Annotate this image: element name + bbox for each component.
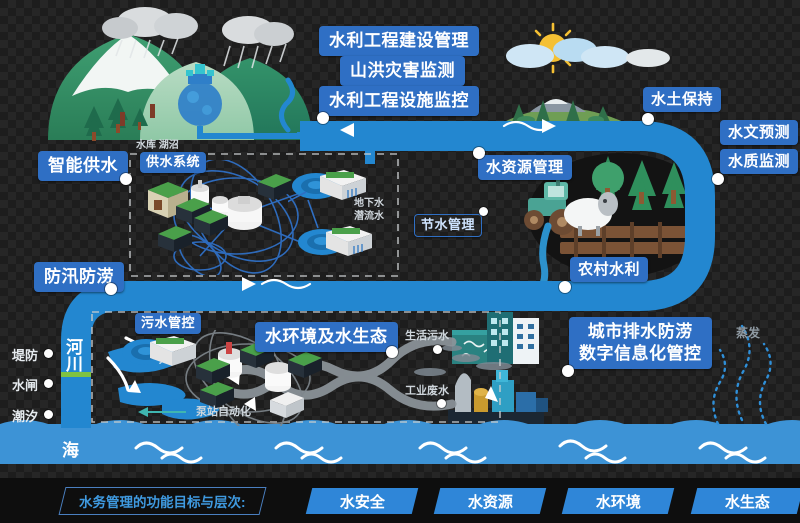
label-rural-water[interactable]: 农村水利 [570, 257, 649, 283]
connector-dot-top [317, 112, 329, 124]
label-smart-supply[interactable]: 智能供水 [38, 151, 128, 181]
connector-dot-saving [479, 207, 488, 216]
footer-bar: 水务管理的功能目标与层次: 水安全 水资源 水环境 水生态 [0, 478, 800, 523]
label-construction[interactable]: 水利工程建设管理 [319, 26, 479, 56]
label-pump-automation: 泵站自动化 [196, 406, 251, 418]
label-reservoir: 水库 湖沼 [136, 140, 179, 151]
footer-item-water-environment[interactable]: 水环境 [562, 487, 675, 514]
footer-item-label: 水环境 [595, 493, 641, 510]
label-water-saving[interactable]: 节水管理 [414, 214, 483, 237]
footer-item-label: 水生态 [724, 493, 770, 510]
groundwater-pool-diagram [288, 170, 372, 256]
label-river-vertical: 河川 [63, 338, 82, 372]
coast-dot-tide [44, 410, 53, 419]
footer-heading-text: 水务管理的功能目标与层次: [79, 494, 246, 510]
sewage-plant-diagram [122, 330, 322, 426]
label-water-env-eco[interactable]: 水环境及水生态 [255, 322, 398, 352]
label-soil-conservation[interactable]: 水土保持 [643, 87, 722, 113]
urban-drainage-line1: 城市排水防涝 [587, 322, 693, 341]
factory-group [414, 345, 548, 428]
label-water-quality[interactable]: 水质监测 [720, 149, 799, 175]
label-groundwater: 地下水 潜流水 [354, 198, 384, 223]
label-hydrology-forecast[interactable]: 水文预测 [720, 120, 799, 146]
urban-drainage-line2: 数字信息化管控 [579, 343, 702, 363]
footer-item-water-safety[interactable]: 水安全 [305, 487, 419, 514]
connector-dot-resource [473, 147, 485, 159]
footer-item-water-resources[interactable]: 水资源 [433, 487, 547, 514]
coast-dot-levee [44, 349, 53, 358]
footer-item-label: 水安全 [339, 493, 385, 510]
footer-item-label: 水资源 [467, 493, 513, 510]
coast-item-sluice: 水闸 [12, 378, 39, 393]
coast-item-levee: 堤防 [12, 348, 39, 363]
connector-dot-smart-supply [120, 173, 132, 185]
groundwater-line2: 潜流水 [354, 210, 384, 222]
label-facility-monitor[interactable]: 水利工程设施监控 [319, 86, 479, 116]
farm-forest-group [524, 153, 712, 296]
rain-cloud-group [102, 7, 294, 69]
label-evaporation: 蒸发 [736, 326, 761, 340]
sun-cloud-group [500, 22, 670, 124]
coast-dot-sluice [44, 379, 53, 388]
connector-dot-flood-control [105, 283, 117, 295]
mountain-group [48, 34, 312, 141]
label-urban-drainage[interactable]: 城市排水防涝 数字信息化管控 [569, 317, 712, 369]
coast-item-tide: 潮汐 [12, 409, 39, 424]
label-water-resource-mgmt[interactable]: 水资源管理 [478, 155, 572, 181]
label-sewage-control[interactable]: 污水管控 [135, 313, 202, 334]
connector-dot-env-eco [386, 346, 398, 358]
connector-dot-industrial [437, 399, 446, 408]
label-supply-system[interactable]: 供水系统 [140, 152, 207, 173]
label-flood-monitor[interactable]: 山洪灾害监测 [340, 56, 465, 86]
connector-dot-urban [562, 365, 574, 377]
footer-heading: 水务管理的功能目标与层次: [58, 486, 266, 515]
groundwater-line1: 地下水 [354, 198, 384, 209]
label-industrial-waste: 工业废水 [405, 385, 449, 397]
label-domestic-sewage: 生活污水 [405, 330, 449, 342]
connector-dot-quality [712, 173, 724, 185]
footer-item-water-ecology[interactable]: 水生态 [690, 487, 800, 514]
connector-dot-rural [559, 281, 571, 293]
connector-dot-domestic [433, 345, 442, 354]
connector-dot-soil [642, 113, 654, 125]
label-sea: 海 [62, 441, 79, 460]
